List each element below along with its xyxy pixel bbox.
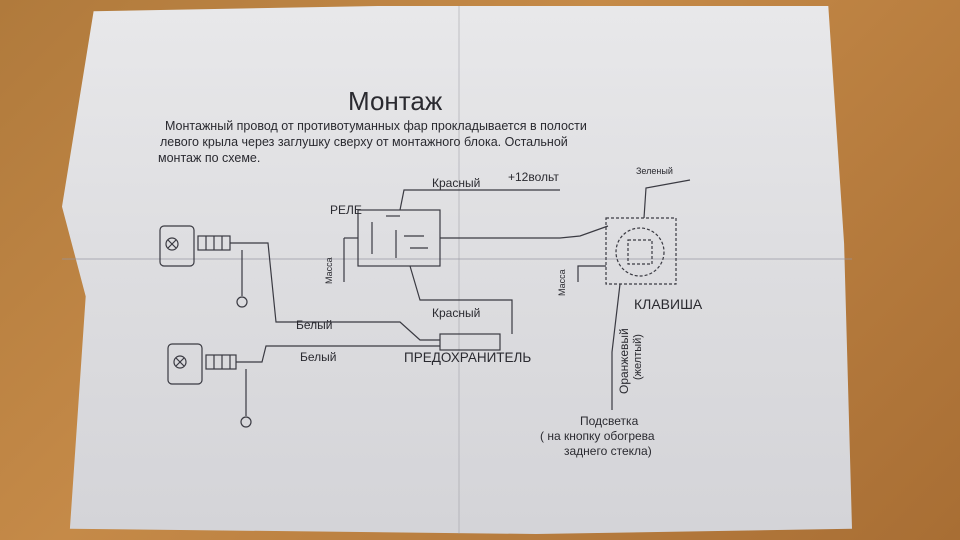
relay-label: РЕЛЕ — [330, 203, 362, 217]
white-wire-bottom-label: Белый — [300, 350, 337, 364]
ground-point-bottom — [240, 369, 252, 428]
ground-point-top — [236, 250, 248, 308]
paper-sheet — [62, 6, 852, 534]
ground-left-label: Масса — [324, 257, 334, 284]
connector-bottom — [205, 354, 237, 370]
intro-line-1: Монтажный провод от противотуманных фар … — [165, 119, 587, 133]
white-wire-top — [230, 242, 440, 341]
red-wire-bottom-label: Красный — [432, 306, 481, 320]
intro-line-3: монтаж по схеме. — [158, 151, 261, 165]
plus12-label: +12вольт — [508, 170, 559, 184]
relay-switch-wire — [440, 225, 609, 239]
fog-lamp-top — [159, 225, 195, 267]
intro-line-2: левого крыла через заглушку сверху от мо… — [160, 135, 568, 149]
orange-wire-label: Оранжевый — [617, 328, 631, 394]
fold-line-horizontal — [62, 258, 852, 260]
connector-top — [197, 235, 231, 251]
green-wire-label: Зеленый — [636, 166, 673, 176]
backlight-label-2: ( на кнопку обогрева — [540, 429, 655, 443]
switch-label: КЛАВИША — [634, 296, 703, 312]
orange-wire — [611, 283, 621, 410]
switch-ground-wire — [577, 265, 606, 282]
page-title: Монтаж — [348, 86, 443, 116]
yellow-wire-label: (желтый) — [632, 334, 644, 380]
red-wire-bottom — [409, 265, 513, 334]
white-wire-top-label: Белый — [296, 318, 333, 332]
relay — [357, 209, 441, 267]
fold-line-vertical — [458, 6, 460, 534]
backlight-label-3: заднего стекла) — [564, 444, 652, 458]
white-wire-bottom — [236, 345, 440, 363]
switch — [605, 217, 677, 285]
fuse-label: ПРЕДОХРАНИТЕЛЬ — [404, 350, 532, 365]
fuse-box — [439, 333, 501, 351]
red-wire-top — [399, 189, 560, 211]
backlight-label-1: Подсветка — [580, 414, 639, 428]
green-wire — [643, 179, 691, 219]
fog-lamp-bottom — [167, 343, 203, 385]
red-wire-top-label: Красный — [432, 176, 481, 190]
ground-right-label: Масса — [557, 269, 567, 296]
